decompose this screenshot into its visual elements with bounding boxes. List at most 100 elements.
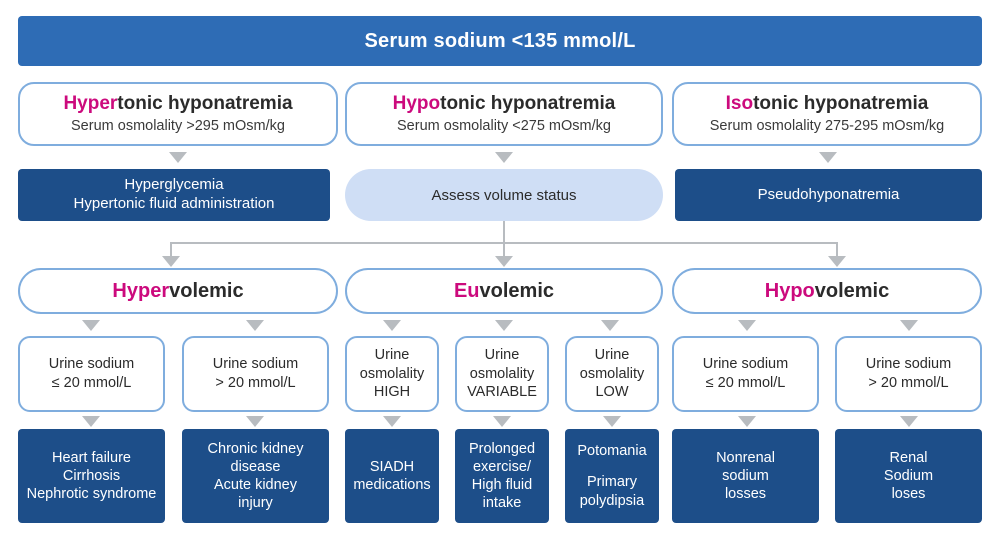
arrow-hypovolemic-to-test-2 — [900, 320, 918, 331]
arrow-euvolemic-to-test-1 — [383, 320, 401, 331]
diagnosis-hv2-text: Chronic kidney disease Acute kidney inju… — [208, 440, 304, 513]
arrow-hypotonic-to-assess — [495, 152, 513, 163]
arrow-test-to-dx-hpv-2 — [900, 416, 918, 427]
hypertonic-cause-line-1: Hyperglycemia — [124, 176, 224, 194]
box-hypertonic-causes[interactable]: Hyperglycemia Hypertonic fluid administr… — [18, 169, 330, 221]
urine-test-hv2-line1: Urine sodium — [212, 356, 299, 373]
arrow-euvolemic-to-test-3 — [601, 320, 619, 331]
diagnosis-hv2-line3: Acute kidney — [213, 477, 297, 493]
hypovolemic-label: Hypovolemic — [765, 280, 889, 303]
box-assess-volume-status[interactable]: Assess volume status — [345, 169, 663, 221]
box-diagnosis-hypervolemic-1[interactable]: Heart failure Cirrhosis Nephrotic syndro… — [18, 429, 165, 523]
box-urine-test-hypervolemic-1[interactable]: Urine sodium ≤ 20 mmol/L — [18, 336, 165, 412]
hypertonic-title-rest: tonic hyponatremia — [117, 92, 293, 114]
box-hypovolemic[interactable]: Hypovolemic — [672, 268, 982, 314]
box-hypertonic-hyponatremia[interactable]: Hypertonic hyponatremia Serum osmolality… — [18, 82, 338, 146]
box-hypervolemic[interactable]: Hypervolemic — [18, 268, 338, 314]
urine-test-ev3-line3: LOW — [595, 384, 629, 401]
diagnosis-ev3-text: Potomania Primary polydipsia — [577, 442, 646, 509]
urine-test-hpv2-line2: > 20 mmol/L — [868, 375, 949, 391]
diagnosis-hv2-line2: disease — [230, 458, 281, 475]
diagnosis-ev1-line1: SIADH — [369, 458, 415, 475]
urine-test-hv2-line2: > 20 mmol/L — [215, 375, 296, 391]
urine-test-hypovolemic-1-text: Urine sodium ≤ 20 mmol/L — [703, 355, 788, 393]
diagnosis-ev2-line1: Prolonged — [468, 440, 536, 457]
box-diagnosis-euvolemic-2[interactable]: Prolonged exercise/ High fluid intake — [455, 429, 549, 523]
assess-volume-label: Assess volume status — [431, 186, 577, 204]
box-diagnosis-euvolemic-1[interactable]: SIADH medications — [345, 429, 439, 523]
connector-drop-left — [170, 242, 172, 259]
arrow-hypervolemic-to-test-1 — [82, 320, 100, 331]
urine-test-hpv1-line1: Urine sodium — [702, 356, 789, 373]
euvolemic-rest: volemic — [479, 279, 555, 302]
hypervolemic-label: Hypervolemic — [112, 280, 243, 303]
box-urine-test-hypervolemic-2[interactable]: Urine sodium > 20 mmol/L — [182, 336, 329, 412]
diagnosis-hpv2-line1: Renal — [889, 449, 928, 466]
arrow-test-to-dx-hv-1 — [82, 416, 100, 427]
diagnosis-hpv1-line3: losses — [724, 486, 767, 503]
arrow-test-to-dx-ev-3 — [603, 416, 621, 427]
diagnosis-ev3-line1: Potomania — [577, 443, 647, 460]
diagnosis-hpv1-text: Nonrenal sodium losses — [716, 449, 775, 503]
isotonic-subtitle: Serum osmolality 275-295 mOsm/kg — [709, 117, 945, 134]
urine-test-hpv2-line1: Urine sodium — [865, 356, 952, 373]
arrow-hypertonic-to-causes — [169, 152, 187, 163]
hypertonic-title-accent: Hyper — [63, 92, 118, 114]
pseudohyponatremia-label: Pseudohyponatremia — [757, 185, 900, 203]
euvolemic-accent: Eu — [453, 279, 480, 302]
hypervolemic-accent: Hyper — [112, 279, 170, 302]
hypovolemic-accent: Hypo — [764, 279, 815, 302]
diagnosis-hv1-line3: Nephrotic syndrome — [26, 486, 157, 503]
arrow-hypervolemic-to-test-2 — [246, 320, 264, 331]
banner-label: Serum sodium <135 mmol/L — [364, 29, 636, 52]
hypovolemic-rest: volemic — [814, 279, 890, 302]
urine-test-euvolemic-1-text: Urine osmolality HIGH — [360, 346, 424, 403]
diagnosis-hpv1-line1: Nonrenal — [716, 449, 775, 466]
urine-test-euvolemic-3-text: Urine osmolality LOW — [580, 346, 644, 403]
hypertonic-subtitle: Serum osmolality >295 mOsm/kg — [71, 117, 285, 134]
box-urine-test-euvolemic-1[interactable]: Urine osmolality HIGH — [345, 336, 439, 412]
box-diagnosis-hypovolemic-1[interactable]: Nonrenal sodium losses — [672, 429, 819, 523]
diagnosis-hv1-line2: Cirrhosis — [62, 467, 121, 484]
diagnosis-ev1-line2: medications — [353, 477, 431, 493]
urine-test-ev3-line2: osmolality — [579, 365, 645, 382]
isotonic-title-accent: Iso — [725, 92, 754, 114]
diagnosis-ev3-line4: polydipsia — [579, 492, 645, 509]
arrow-test-to-dx-ev-2 — [493, 416, 511, 427]
box-urine-test-euvolemic-2[interactable]: Urine osmolality VARIABLE — [455, 336, 549, 412]
box-urine-test-hypovolemic-1[interactable]: Urine sodium ≤ 20 mmol/L — [672, 336, 819, 412]
diagnosis-hpv1-line2: sodium — [722, 467, 769, 484]
box-hypotonic-hyponatremia[interactable]: Hypotonic hyponatremia Serum osmolality … — [345, 82, 663, 146]
diagnosis-ev3-spacer — [577, 460, 646, 473]
isotonic-title: Isotonic hyponatremia — [726, 93, 929, 115]
hypertonic-causes-text: Hyperglycemia Hypertonic fluid administr… — [74, 176, 275, 214]
box-urine-test-euvolemic-3[interactable]: Urine osmolality LOW — [565, 336, 659, 412]
box-euvolemic[interactable]: Euvolemic — [345, 268, 663, 314]
box-pseudohyponatremia[interactable]: Pseudohyponatremia — [675, 169, 982, 221]
diagnosis-hv1-line1: Heart failure — [52, 449, 131, 466]
diagnosis-ev3-line3: Primary — [587, 474, 637, 491]
euvolemic-label: Euvolemic — [454, 280, 554, 303]
urine-test-ev3-line1: Urine — [594, 346, 630, 363]
urine-test-hypervolemic-1-text: Urine sodium ≤ 20 mmol/L — [49, 355, 134, 393]
connector-drop-center — [503, 242, 505, 259]
diagnosis-hv1-text: Heart failure Cirrhosis Nephrotic syndro… — [27, 449, 157, 503]
urine-test-hypervolemic-2-text: Urine sodium > 20 mmol/L — [213, 355, 298, 393]
urine-test-hpv1-line2: ≤ 20 mmol/L — [705, 375, 786, 391]
diagnosis-ev1-text: SIADH medications — [353, 458, 430, 494]
diagnosis-ev2-line2: exercise/ — [472, 458, 531, 475]
box-urine-test-hypovolemic-2[interactable]: Urine sodium > 20 mmol/L — [835, 336, 982, 412]
diagnosis-hpv2-line2: Sodium — [883, 467, 934, 484]
arrow-to-hypovolemic — [828, 256, 846, 267]
diagnosis-hv2-line1: Chronic kidney — [207, 440, 304, 457]
arrow-isotonic-to-pseudo — [819, 152, 837, 163]
arrow-euvolemic-to-test-2 — [495, 320, 513, 331]
connector-assess-stem — [503, 221, 505, 243]
urine-test-ev1-line3: HIGH — [373, 384, 411, 401]
box-isotonic-hyponatremia[interactable]: Isotonic hyponatremia Serum osmolality 2… — [672, 82, 982, 146]
diagnosis-ev2-line4: intake — [482, 495, 522, 512]
box-diagnosis-euvolemic-3[interactable]: Potomania Primary polydipsia — [565, 429, 659, 523]
urine-test-ev2-line1: Urine — [484, 346, 520, 363]
box-diagnosis-hypovolemic-2[interactable]: Renal Sodium loses — [835, 429, 982, 523]
box-diagnosis-hypervolemic-2[interactable]: Chronic kidney disease Acute kidney inju… — [182, 429, 329, 523]
